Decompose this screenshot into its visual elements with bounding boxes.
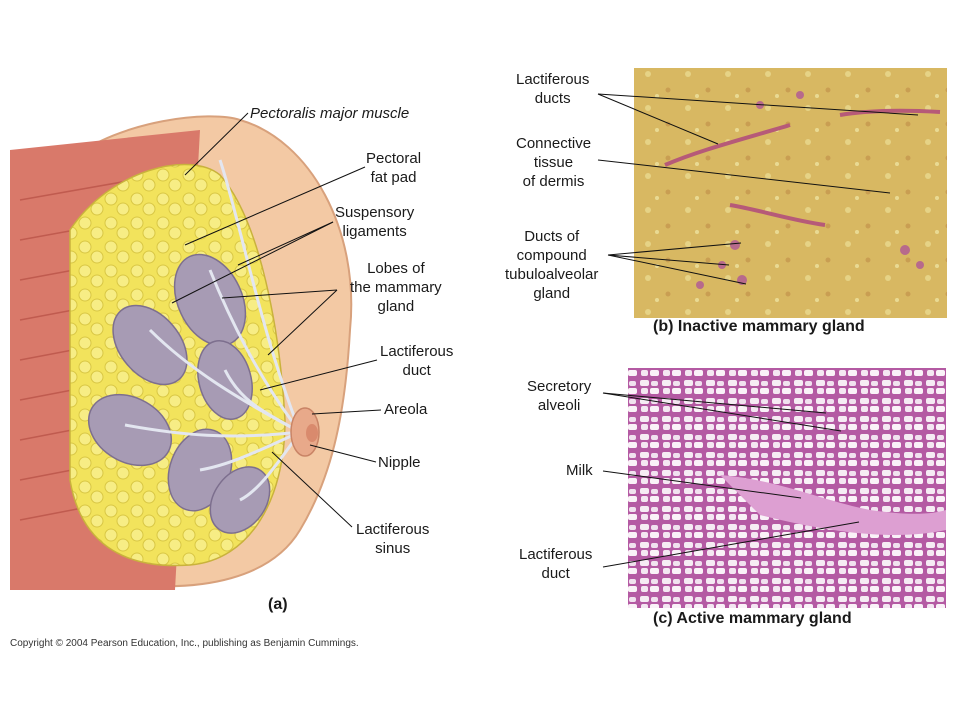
label-suspensory-line2: ligaments [342,223,407,240]
nipple-shape [306,424,318,442]
label-compound-ducts-line1: Ducts of [524,228,580,245]
label-connective-tissue-line1: Connective [516,135,592,152]
label-milk: Milk [566,462,593,479]
panel-c-leader-lines [602,392,860,568]
label-suspensory: Suspensory ligaments [335,203,414,241]
label-suspensory-line1: Suspensory [335,204,415,221]
label-areola: Areola [384,401,428,418]
micrograph-active [628,368,946,608]
micrograph-inactive [634,68,947,318]
label-lactiferous-ducts-b-line1: Lactiferous [516,71,590,88]
label-fat-pad: Pectoral fat pad [366,149,421,187]
caption-c: (c) Active mammary gland [653,610,852,627]
breast-illustration [10,115,353,590]
mammary-lobes [87,253,271,534]
label-lactiferous-duct-a-line1: Lactiferous [380,343,454,360]
label-secretory-alveoli: Secretory alveoli [527,377,591,415]
label-lactiferous-duct-c-line2: duct [541,565,570,582]
label-lobes-line1: Lobes of [367,260,425,277]
label-lactiferous-sinus: Lactiferous sinus [356,520,429,558]
label-lactiferous-sinus-line2: sinus [375,540,411,557]
label-compound-ducts-line3: tubuloalveolar [505,266,599,283]
label-lactiferous-duct-c: Lactiferous duct [519,545,592,583]
label-compound-ducts-line4: gland [533,285,571,302]
label-fat-pad-line1: Pectoral [366,150,422,167]
label-compound-ducts-line2: compound [516,247,587,264]
label-fat-pad-line2: fat pad [370,169,417,186]
panel-a-leader-lines [171,112,382,528]
label-lobes-line2: the mammary [350,279,442,296]
label-lactiferous-duct-a-line2: duct [402,362,431,379]
label-compound-ducts: Ducts of compound tubuloalveolar gland [505,227,598,303]
label-lactiferous-ducts-b-line2: ducts [534,90,571,107]
label-lactiferous-sinus-line1: Lactiferous [356,521,430,538]
label-nipple: Nipple [378,454,421,471]
panel-b-leader-lines [597,93,919,285]
label-lobes-line3: gland [377,298,415,315]
copyright-notice: Copyright © 2004 Pearson Education, Inc.… [10,638,359,649]
caption-b: (b) Inactive mammary gland [653,318,865,335]
label-pectoralis: Pectoralis major muscle [250,105,410,122]
label-secretory-alveoli-line1: Secretory [527,378,592,395]
label-lactiferous-duct-a: Lactiferous duct [380,342,453,380]
label-connective-tissue: Connective tissue of dermis [516,134,591,191]
label-lactiferous-ducts-b: Lactiferous ducts [516,70,589,108]
label-lobes: Lobes of the mammary gland [350,259,442,316]
label-lactiferous-duct-c-line1: Lactiferous [519,546,593,563]
areola-shape [290,407,320,457]
label-connective-tissue-line2: tissue [533,154,574,171]
caption-a: (a) [268,596,288,613]
label-connective-tissue-line3: of dermis [522,173,585,190]
label-secretory-alveoli-line2: alveoli [537,397,581,414]
